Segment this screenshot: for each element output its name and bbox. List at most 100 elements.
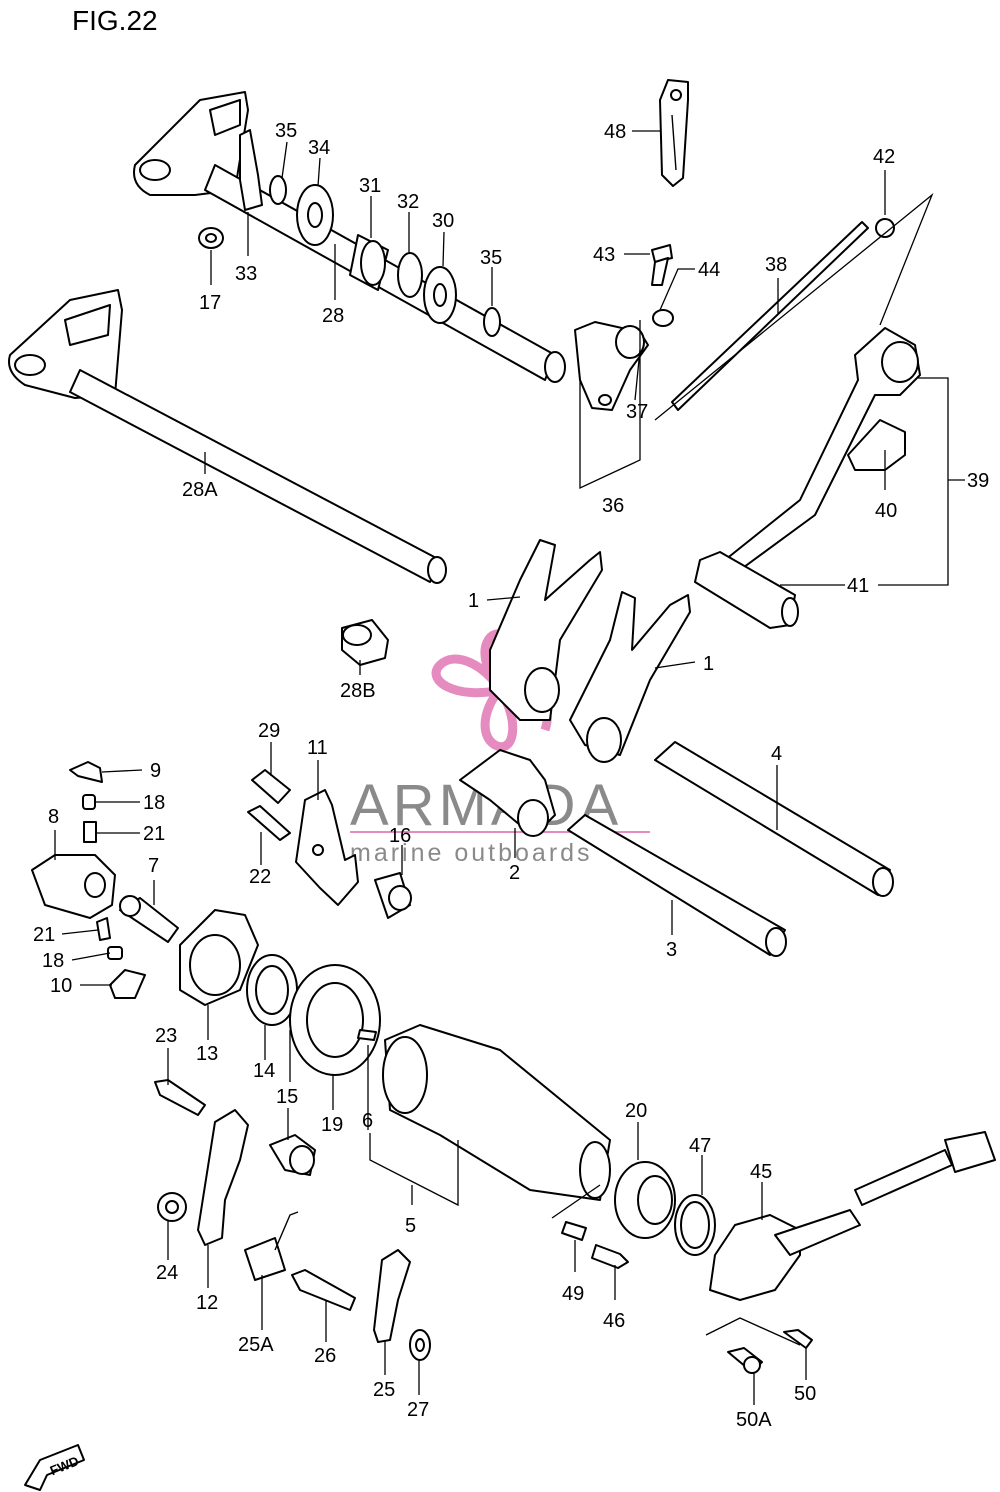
callout-17: 17 [199, 292, 221, 314]
callout-32: 32 [397, 191, 419, 213]
callout-40: 40 [875, 500, 897, 522]
plate-11 [295, 789, 359, 906]
footrest-41 [694, 551, 799, 629]
clip-35-upper [269, 175, 287, 205]
nut-24 [157, 1192, 187, 1222]
spring-49 [561, 1221, 587, 1241]
callout-35-lower: 35 [480, 247, 502, 269]
screw-50a [727, 1347, 763, 1374]
bolt-43 [651, 244, 673, 286]
stopper-8 [31, 854, 116, 919]
spring-25a [244, 1211, 299, 1281]
spring-21-upper [83, 821, 97, 843]
callout-22: 22 [249, 866, 271, 888]
callout-9: 9 [150, 760, 161, 782]
clip-35-lower [483, 307, 501, 337]
bush-15 [269, 1134, 316, 1176]
joint-36 [574, 321, 649, 411]
screw-50 [783, 1329, 813, 1349]
shaft-washer-34 [296, 184, 334, 246]
watermark-tagline: marine outboards [350, 839, 593, 867]
callout-13: 13 [196, 1043, 218, 1065]
callout-34: 34 [308, 137, 330, 159]
callout-26: 26 [314, 1345, 336, 1367]
callout-14: 14 [253, 1060, 275, 1082]
callout-20: 20 [625, 1100, 647, 1122]
spring-21-lower [96, 917, 111, 941]
leader-lines [54, 130, 965, 1405]
callout-23: 23 [155, 1025, 177, 1047]
bolt-26 [291, 1269, 356, 1311]
shaft-ring-32 [397, 252, 423, 298]
callout-24: 24 [156, 1262, 178, 1284]
callout-21-upper: 21 [143, 823, 165, 845]
fork-shaft-3 [567, 814, 787, 957]
nut-17 [198, 227, 224, 249]
bolt-22 [247, 805, 291, 841]
fwd-badge: FWD [24, 1444, 85, 1491]
rod-38 [671, 218, 895, 411]
shift-arm-12 [197, 1109, 249, 1246]
callout-21-lower: 21 [33, 924, 55, 946]
callout-7: 7 [148, 855, 159, 877]
callout-50: 50 [794, 1383, 816, 1405]
bolt-29 [251, 769, 291, 804]
callout-5: 5 [405, 1215, 416, 1237]
callout-25: 25 [373, 1379, 395, 1401]
callout-39: 39 [967, 470, 989, 492]
callout-16: 16 [389, 825, 411, 847]
callout-36: 36 [602, 495, 624, 517]
shaft-washer-30 [423, 266, 457, 324]
callout-11: 11 [307, 737, 328, 759]
callout-8: 8 [48, 806, 59, 828]
callout-30: 30 [432, 210, 454, 232]
stopper-10 [109, 969, 146, 999]
fork-shaft-4 [654, 741, 894, 897]
cam-plate-13 [179, 909, 259, 1006]
callout-37: 37 [626, 401, 648, 423]
shift-fork-2 [459, 749, 556, 837]
callout-15: 15 [276, 1086, 298, 1108]
shift-fork-1-upper [489, 539, 603, 721]
callout-44: 44 [698, 259, 720, 281]
callout-25a: 25A [238, 1334, 274, 1356]
callout-38: 38 [765, 254, 787, 276]
o-ring-47 [674, 1194, 716, 1256]
bearing-19 [289, 964, 381, 1076]
neutral-switch-45 [709, 1131, 996, 1301]
callout-28b: 28B [340, 680, 376, 702]
callout-labels: 35 34 31 32 30 35 33 17 28 28A 28B 48 43… [33, 120, 989, 1431]
bush-16 [374, 872, 412, 919]
callout-33: 33 [235, 263, 257, 285]
callout-29: 29 [258, 720, 280, 742]
callout-10: 10 [50, 975, 72, 997]
shaft-collar-31 [349, 234, 389, 291]
pin-18-lower [107, 946, 123, 960]
callout-49: 49 [562, 1283, 584, 1305]
shift-drum-5 [382, 1024, 611, 1201]
callout-4: 4 [771, 743, 782, 765]
callout-18-lower: 18 [42, 950, 64, 972]
callout-41: 41 [847, 575, 869, 597]
shift-shaft-long [8, 289, 447, 584]
pin-18-upper [82, 794, 96, 810]
callout-42: 42 [873, 146, 895, 168]
shift-lever-39 [724, 327, 921, 571]
pin-6 [357, 1029, 377, 1041]
splined-nut-28b [341, 619, 389, 666]
callout-28a: 28A [182, 479, 218, 501]
cover-9 [69, 761, 103, 783]
hanger-48 [659, 79, 689, 187]
link-25 [373, 1249, 411, 1343]
callout-35-upper: 35 [275, 120, 297, 142]
washer-27 [409, 1329, 431, 1361]
nut-44 [652, 309, 674, 327]
pin-46 [591, 1244, 629, 1269]
screw-23 [154, 1079, 206, 1116]
callout-46: 46 [603, 1310, 625, 1332]
callout-47: 47 [689, 1135, 711, 1157]
callout-45: 45 [750, 1161, 772, 1183]
figure-title: FIG.22 [72, 5, 158, 36]
callout-6: 6 [362, 1110, 373, 1132]
